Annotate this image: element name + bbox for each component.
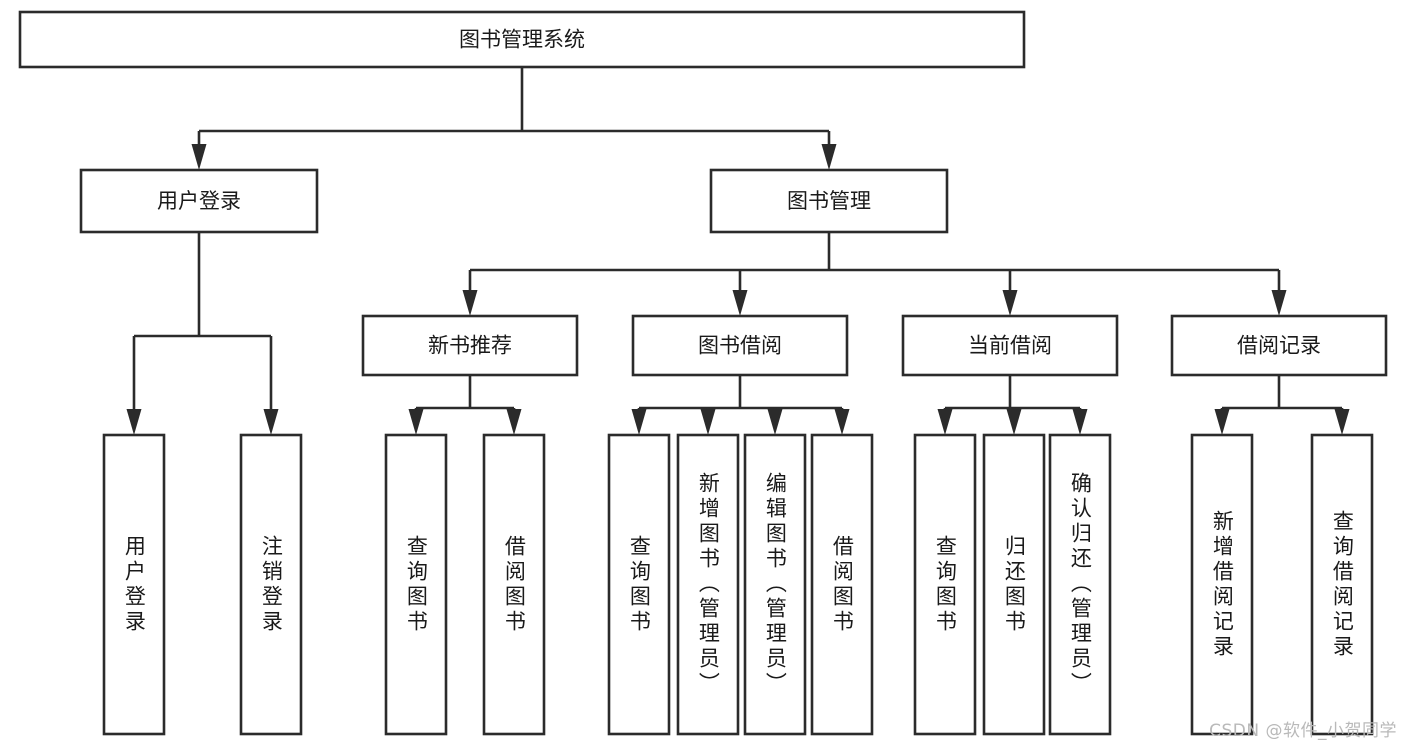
node-leaf-borrow-book[interactable] [810,433,874,736]
node-leaf-user-login[interactable] [102,433,166,736]
node-leaf-query-book-borrow[interactable] [607,433,671,736]
node-root-system[interactable] [18,10,1026,69]
node-label: 用户登录 [157,189,241,213]
node-book-manage[interactable] [709,168,949,234]
connector-group-current-borrow [937,375,1088,435]
connector-group-new-book-rec [408,375,522,435]
node-new-book-rec[interactable] [361,314,579,377]
node-leaf-edit-book[interactable] [743,433,807,736]
node-book-borrow[interactable] [631,314,849,377]
node-leaf-user-logout[interactable] [239,433,303,736]
connector-group-book-borrow [631,375,850,435]
node-leaf-add-record[interactable] [1190,433,1254,736]
node-label: 借阅记录 [1237,334,1321,358]
node-leaf-confirm-return[interactable] [1048,433,1112,736]
node-label: 图书借阅 [698,334,782,358]
node-user-login[interactable] [79,168,319,234]
node-leaf-query-book-cur[interactable] [913,433,977,736]
node-current-borrow[interactable] [901,314,1119,377]
connector-group-user-login [126,232,279,435]
node-leaf-query-record[interactable] [1310,433,1374,736]
node-leaf-borrow-book-rec[interactable] [482,433,546,736]
node-label: 图书管理 [787,189,871,213]
connector-group-book-manage [462,232,1287,316]
node-label: 新书推荐 [428,334,512,358]
node-label: 图书管理系统 [459,28,585,52]
node-label: 当前借阅 [968,334,1052,358]
connector-group-root [191,67,837,170]
csdn-watermark: CSDN @软件_小贺同学 [1209,721,1397,741]
connector-group-borrow-record [1214,375,1350,435]
node-leaf-return-book[interactable] [982,433,1046,736]
node-leaf-query-book-rec[interactable] [384,433,448,736]
node-borrow-record[interactable] [1170,314,1388,377]
node-leaf-add-book[interactable] [676,433,740,736]
